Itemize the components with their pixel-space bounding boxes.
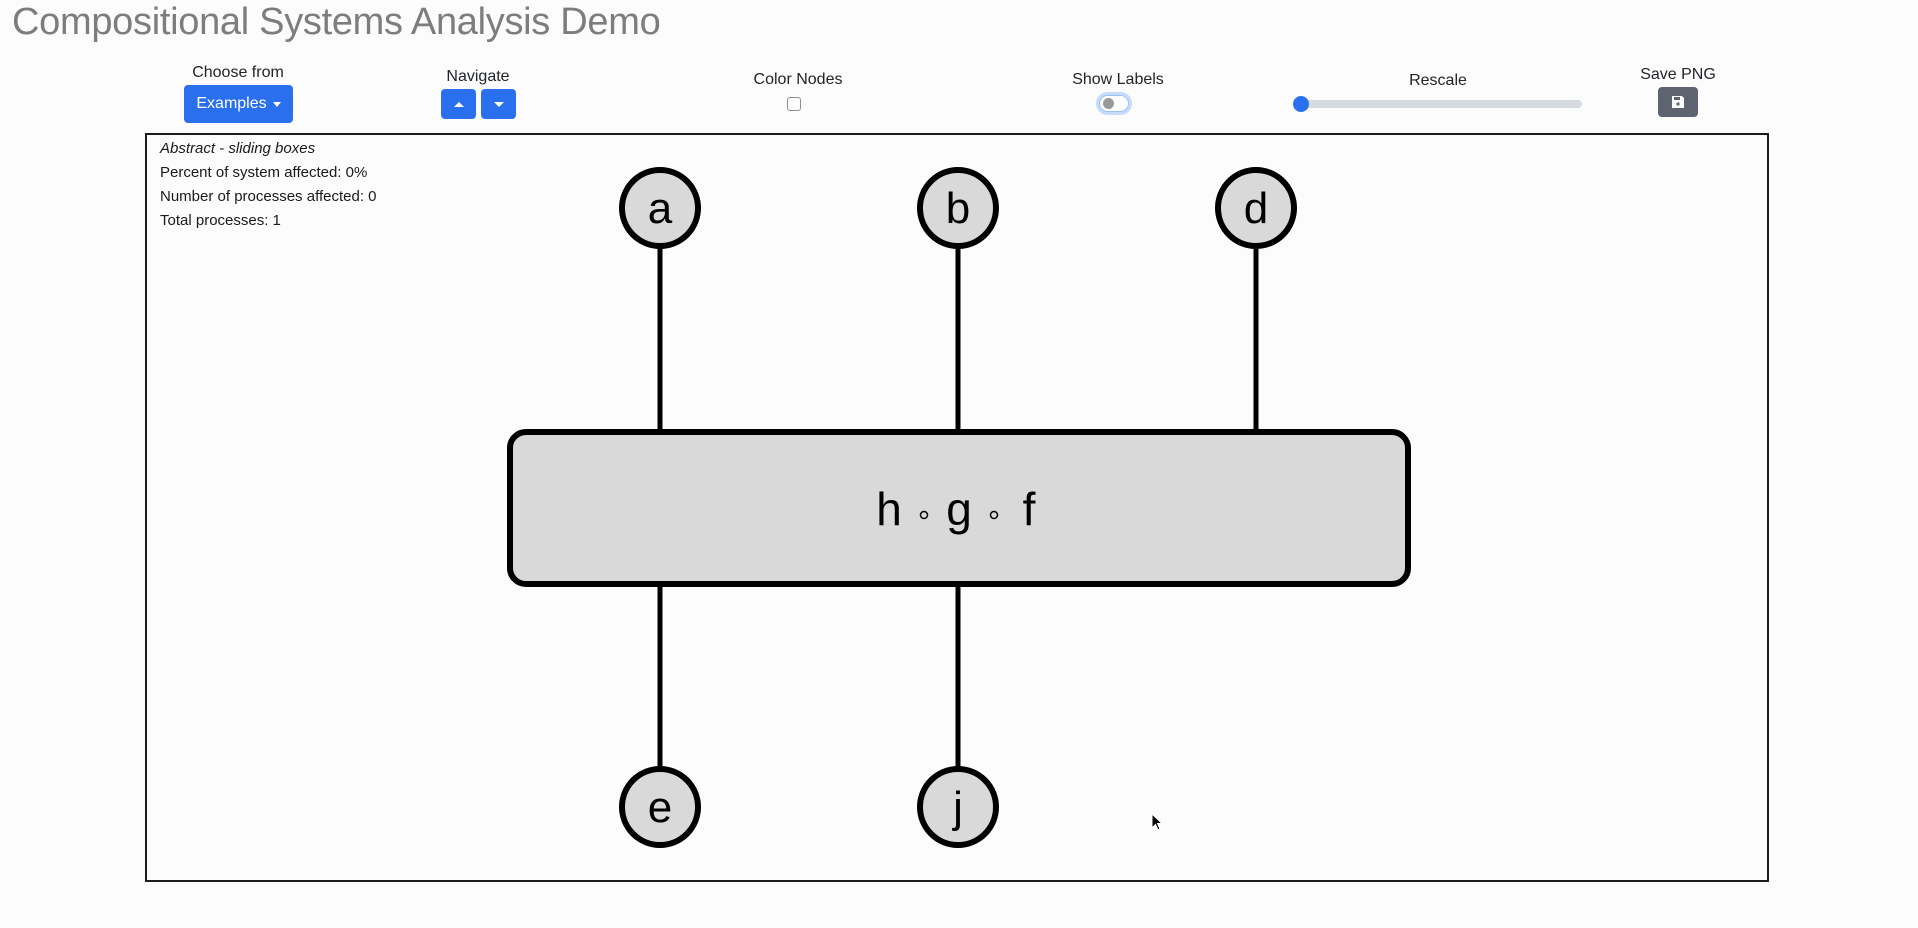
stat-total-processes: Total processes: 1 <box>160 212 281 229</box>
input-node-a <box>619 167 701 249</box>
choose-from-label: Choose from <box>192 64 284 81</box>
stat-processes-affected: Number of processes affected: 0 <box>160 188 377 205</box>
save-png-button[interactable] <box>1658 87 1698 117</box>
floppy-disk-icon <box>1672 96 1684 108</box>
compose-operator-icon <box>989 510 999 520</box>
input-node-label-d: d <box>1244 184 1268 233</box>
process-label-h: h <box>876 483 902 535</box>
canvas-info: Abstract - sliding boxes Percent of syst… <box>160 137 377 233</box>
rescale-slider-track[interactable] <box>1296 100 1582 108</box>
compose-operator-icon <box>919 510 929 520</box>
show-labels-label: Show Labels <box>1072 71 1164 88</box>
output-node-label-j: j <box>951 783 963 832</box>
output-node-j <box>917 766 999 848</box>
color-nodes-label: Color Nodes <box>753 71 843 88</box>
rescale-label: Rescale <box>1409 72 1467 89</box>
examples-button-label: Examples <box>196 95 267 112</box>
toggle-knob <box>1103 98 1114 109</box>
process-box <box>507 429 1411 587</box>
diagram-canvas[interactable]: Abstract - sliding boxes Percent of syst… <box>145 133 1769 882</box>
input-node-label-b: b <box>946 184 970 233</box>
caret-up-icon <box>453 101 464 107</box>
stat-percent-affected: Percent of system affected: 0% <box>160 164 368 181</box>
output-node-e <box>619 766 701 848</box>
process-label-g: g <box>946 483 972 535</box>
show-labels-toggle[interactable] <box>1099 95 1129 112</box>
navigate-up-button[interactable] <box>441 89 476 119</box>
process-label-f: f <box>1023 483 1036 535</box>
navigate-down-button[interactable] <box>481 89 516 119</box>
caret-down-icon <box>493 101 504 107</box>
input-node-b <box>917 167 999 249</box>
navigate-label: Navigate <box>446 68 510 85</box>
example-name: Abstract - sliding boxes <box>160 140 316 157</box>
rescale-slider-thumb[interactable] <box>1293 96 1309 112</box>
input-node-label-a: a <box>648 184 673 233</box>
caret-down-icon <box>272 101 281 107</box>
save-png-label: Save PNG <box>1640 66 1716 83</box>
mouse-cursor-icon <box>1151 813 1164 831</box>
input-node-d <box>1215 167 1297 249</box>
page-title: Compositional Systems Analysis Demo <box>12 1 661 43</box>
output-node-label-e: e <box>648 783 672 832</box>
color-nodes-checkbox[interactable] <box>787 97 801 111</box>
examples-dropdown-button[interactable]: Examples <box>184 85 293 123</box>
